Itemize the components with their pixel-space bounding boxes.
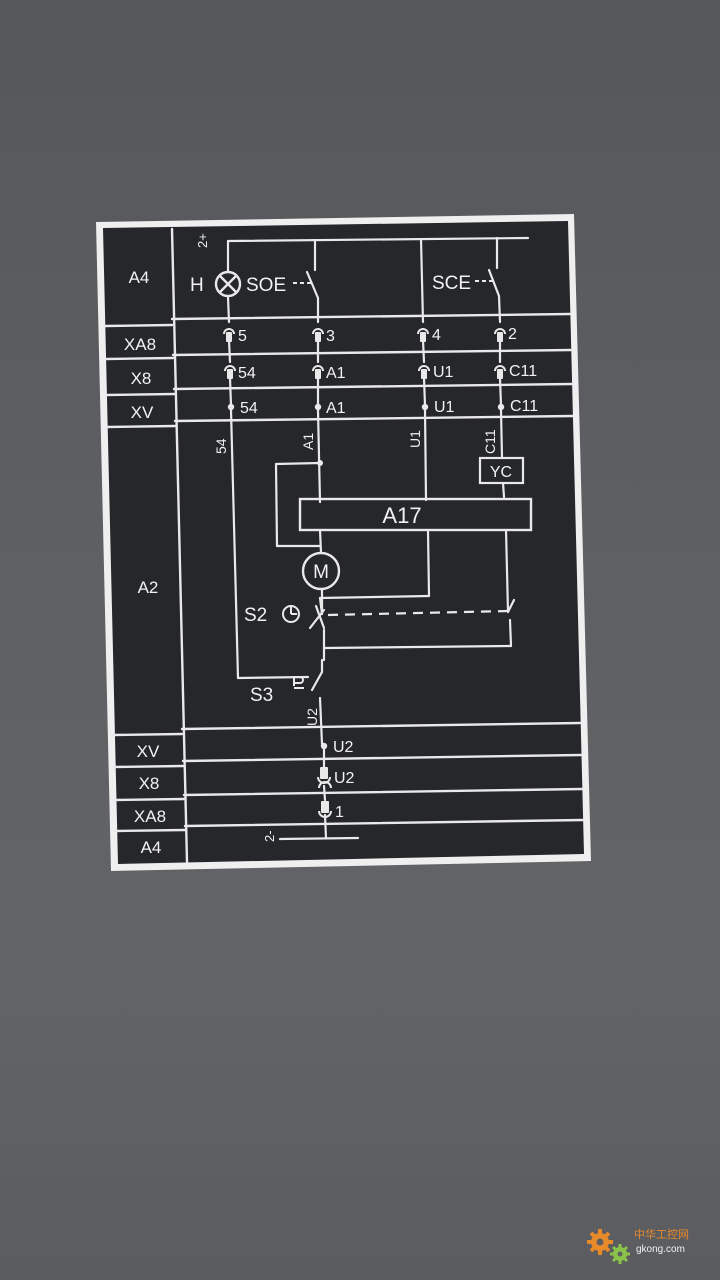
terminal-x8-1: 54 [238, 365, 256, 382]
row-label-x8-top: X8 [131, 369, 152, 388]
terminal-xa8-bottom: 1 [335, 804, 344, 821]
a17-module-box [298, 497, 533, 532]
terminal-xa8-4: 2 [508, 326, 517, 343]
wire-label-54: 54 [213, 438, 229, 454]
wire-label-u2: U2 [304, 708, 320, 726]
yc-coil-label: YC [490, 464, 512, 481]
motor-label: M [313, 562, 329, 583]
plate-panel [103, 221, 584, 864]
terminal-xa8-2: 3 [326, 328, 335, 345]
a17-module-label: A17 [382, 503, 421, 528]
mechanical-link-dashed [327, 609, 509, 617]
terminal-x8-2: A1 [326, 365, 346, 382]
terminal-xv-4: C11 [510, 398, 538, 415]
row-label-xa8-bottom: XA8 [134, 807, 166, 826]
terminal-xv-2: A1 [326, 400, 346, 417]
yc-coil-box [478, 456, 525, 485]
soe-switch-label: SOE [246, 275, 286, 296]
row-label-xv-top: XV [131, 403, 154, 422]
s3-switch-label: S3 [250, 685, 273, 706]
motor-icon [301, 551, 341, 591]
terminal-xa8-1: 5 [238, 328, 247, 345]
row-label-a4-bottom: A4 [141, 838, 162, 857]
wire-label-u1: U1 [407, 430, 423, 448]
terminal-xa8-3: 4 [432, 327, 441, 344]
wire-label-a1: A1 [300, 433, 316, 450]
terminal-x8-bottom: U2 [334, 770, 355, 787]
row-label-xa8-top: XA8 [124, 335, 156, 354]
wire-label-c11: C11 [482, 429, 498, 454]
circuit-lines [226, 236, 530, 841]
grid-lines [103, 227, 585, 864]
row-label-xv-bottom: XV [137, 742, 160, 761]
sce-switch-label: SCE [432, 273, 471, 294]
supply-top-label: 2+ [195, 233, 210, 248]
row-label-x8-bottom: X8 [139, 774, 160, 793]
terminal-symbols [223, 328, 506, 818]
terminal-x8-3: U1 [433, 364, 454, 381]
s3-actuator-icon [293, 676, 304, 689]
s2-switch-label: S2 [244, 605, 267, 626]
row-label-a4-top: A4 [129, 268, 150, 287]
supply-bottom-label: 2- [262, 830, 277, 842]
row-label-a2: A2 [138, 578, 159, 597]
terminal-xv-1: 54 [240, 400, 258, 417]
lamp-icon [214, 270, 242, 298]
lamp-label: H [190, 275, 204, 296]
timer-icon [282, 605, 300, 623]
terminal-xv-bottom: U2 [333, 739, 354, 756]
watermark-brand: 中华工控网 [634, 1227, 689, 1241]
switch-actuator-dashes [293, 280, 493, 284]
orange-gear-icon [587, 1229, 613, 1255]
terminal-xv-3: U1 [434, 399, 455, 416]
terminal-x8-4: C11 [509, 363, 537, 380]
green-gear-icon [610, 1244, 630, 1264]
watermark-logo: 中华工控网 gkong.com [586, 1216, 706, 1266]
watermark-site: gkong.com [636, 1244, 685, 1255]
